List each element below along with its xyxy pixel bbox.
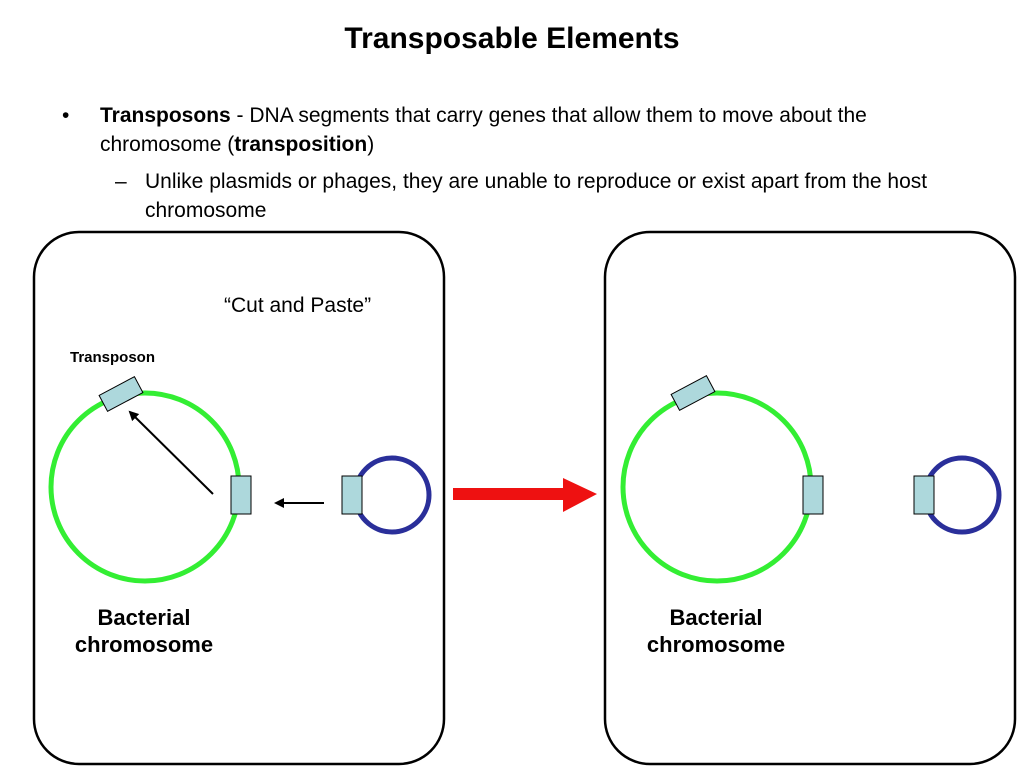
slide-title: Transposable Elements <box>344 22 680 55</box>
movement-arrow-diagonal <box>128 410 214 495</box>
bullet-marker: • <box>62 104 70 127</box>
bacterial-chromosome-left <box>48 390 242 584</box>
sub-bullet-plasmids: – Unlike plasmids or phages, they are un… <box>115 167 975 225</box>
label-line-1: Bacterial <box>669 605 763 630</box>
label-line-1: Bacterial <box>97 605 191 630</box>
bacterial-chromosome-right <box>620 390 814 584</box>
term-transposition: transposition <box>234 133 368 156</box>
transposon-inserted-right <box>670 374 716 412</box>
cell-panel-right <box>603 230 1017 766</box>
bullet-text-before: - DNA segments that carry genes that all… <box>100 104 867 156</box>
transposon-chromosome-left <box>230 475 252 515</box>
cell-panel-left <box>32 230 446 766</box>
bacterial-chromosome-label-left: Bacterial chromosome <box>34 604 254 658</box>
bullet-text-after: ) <box>367 133 375 156</box>
transposon-plasmid-left <box>341 475 363 515</box>
transition-arrow <box>453 478 597 512</box>
term-transposons: Transposons <box>100 104 231 127</box>
transposon-target-left <box>98 375 144 413</box>
transposon-label: Transposon <box>70 349 156 366</box>
bullet-text: Transposons - DNA segments that carry ge… <box>100 101 962 159</box>
label-line-2: chromosome <box>646 632 786 657</box>
transposon-plasmid-right <box>913 475 935 515</box>
transposon-chromosome-right <box>802 475 824 515</box>
sub-bullet-text: Unlike plasmids or phages, they are unab… <box>145 170 928 222</box>
bullet-transposons: • Transposons - DNA segments that carry … <box>62 101 962 159</box>
plasmid-right <box>922 455 1002 535</box>
sub-bullet-marker: – <box>115 170 127 193</box>
bacterial-chromosome-label-right: Bacterial chromosome <box>606 604 826 658</box>
cut-and-paste-label: “Cut and Paste” <box>224 294 372 317</box>
label-line-2: chromosome <box>74 632 214 657</box>
plasmid-left <box>352 455 432 535</box>
